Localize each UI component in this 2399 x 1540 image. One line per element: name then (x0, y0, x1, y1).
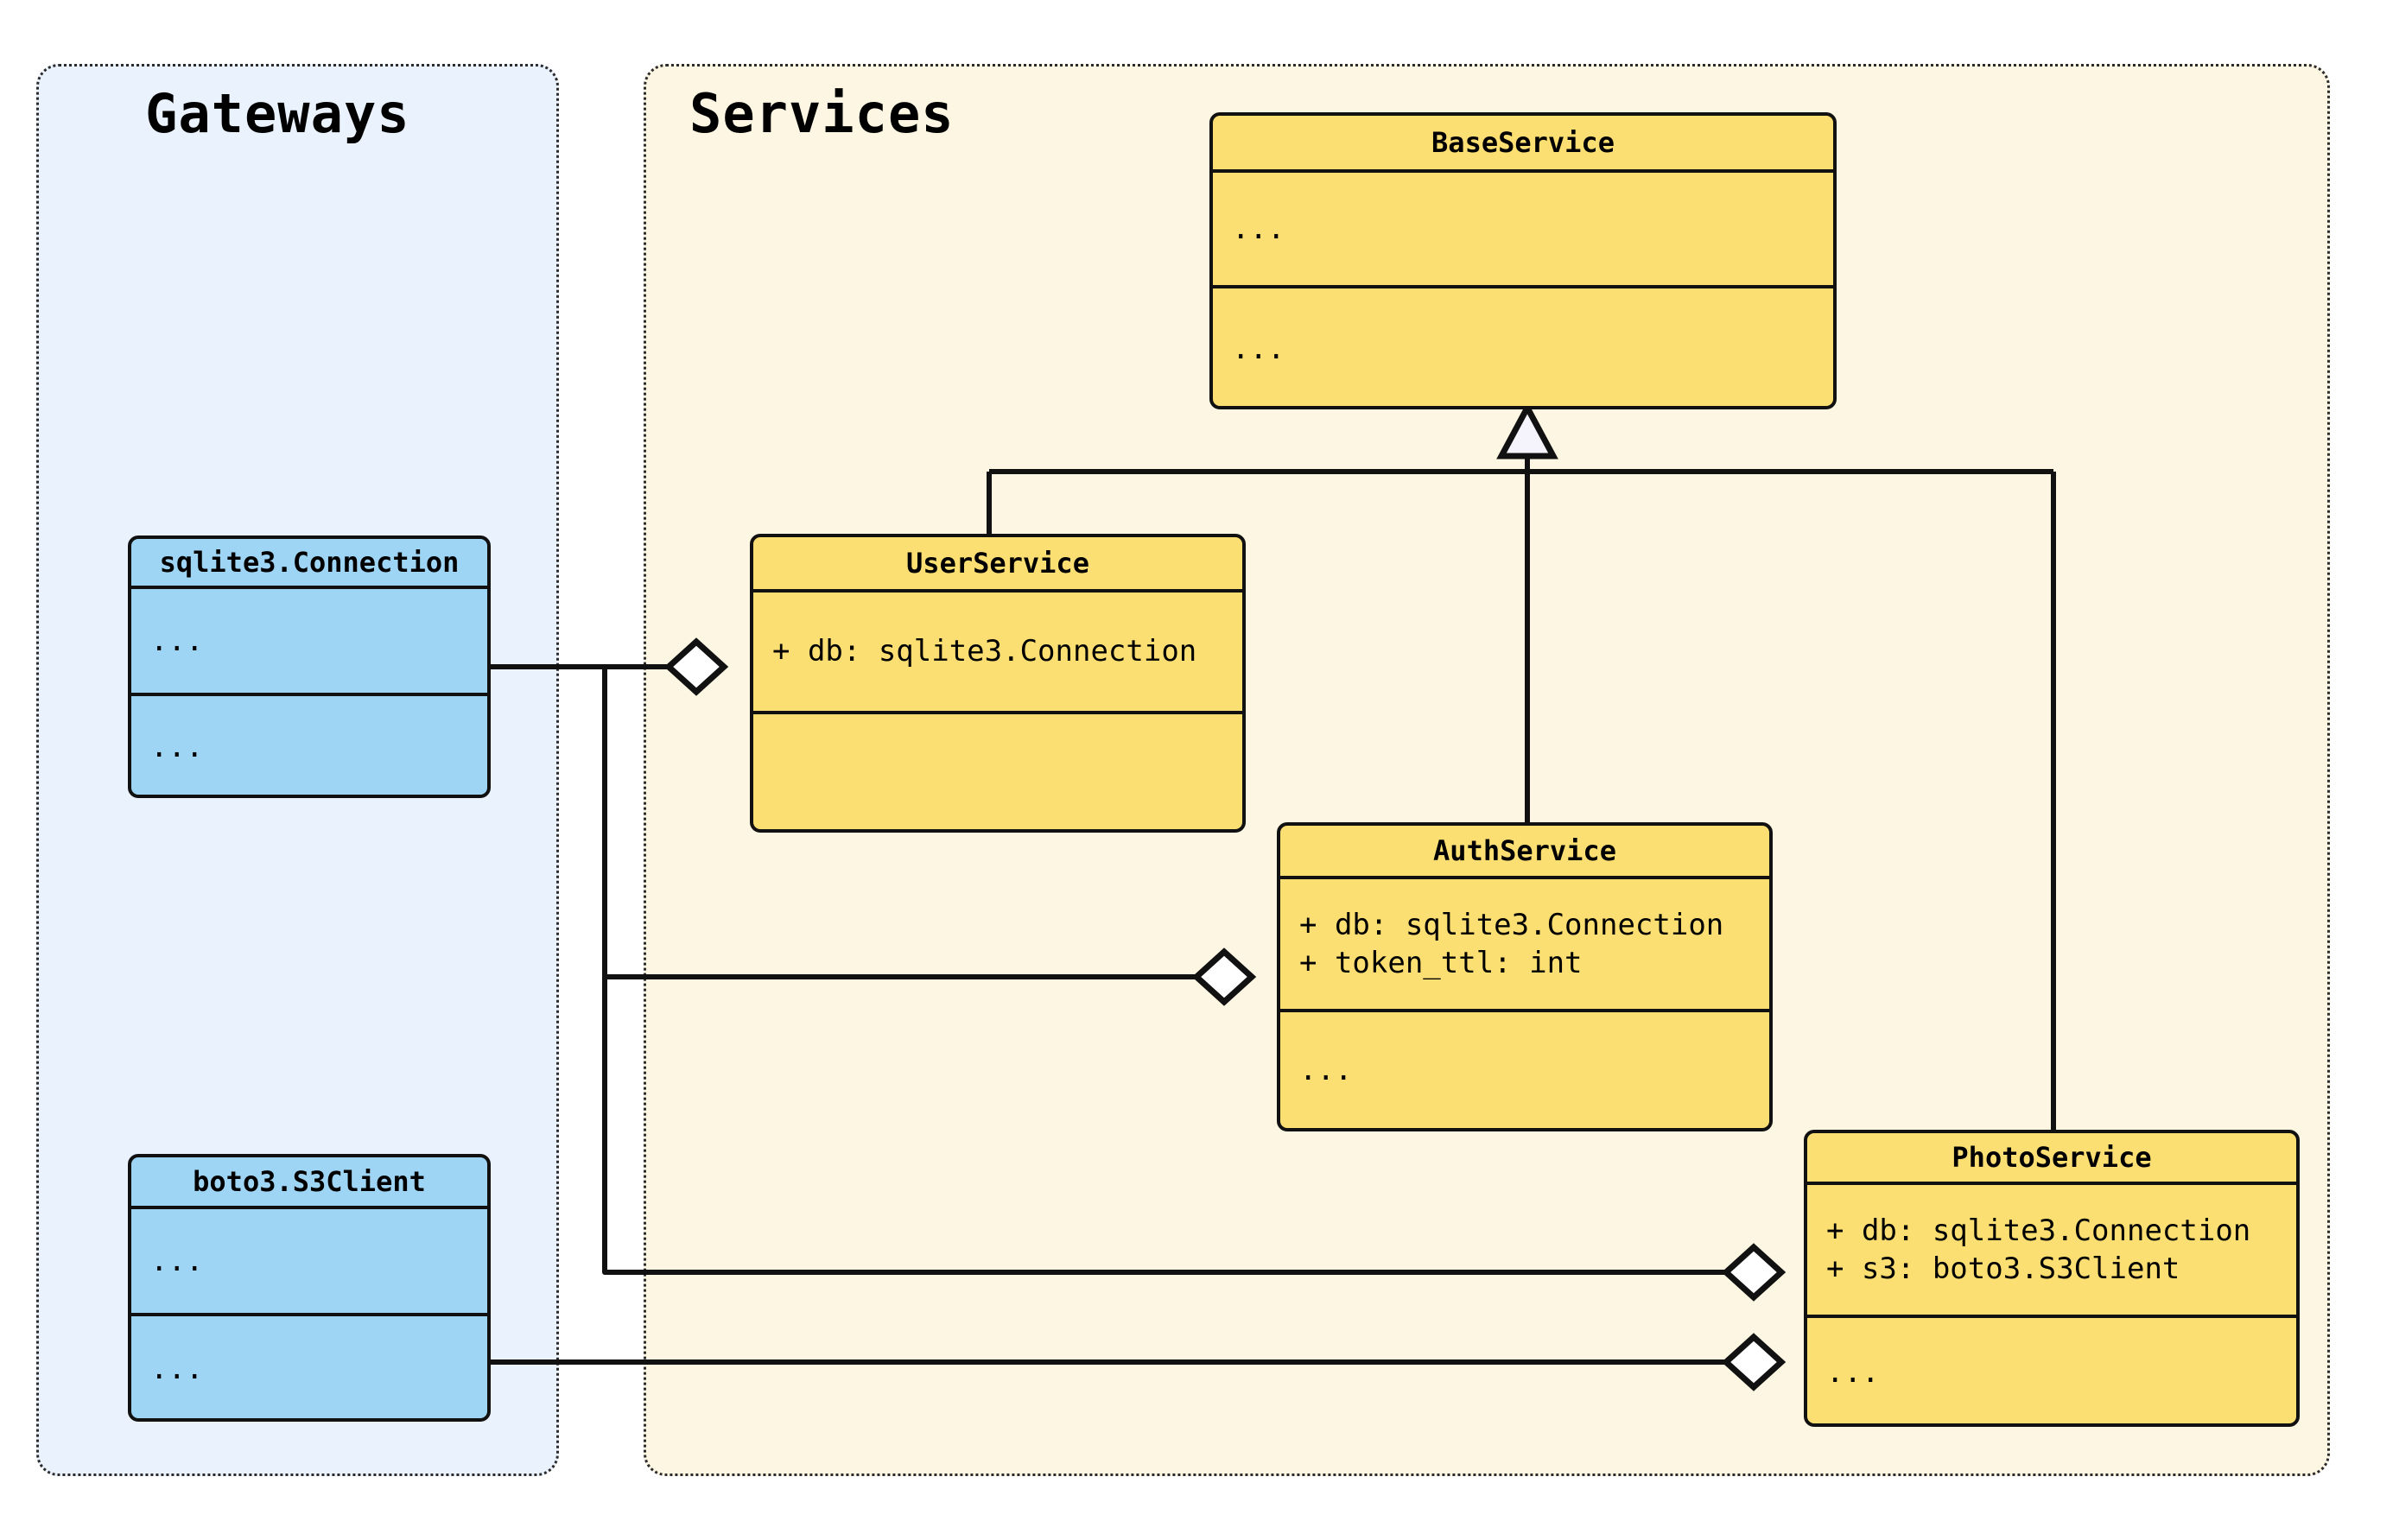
attribute-row: + db: sqlite3.Connection (772, 634, 1197, 669)
method-row: ... (1232, 331, 1285, 366)
class-methods-userservice (753, 711, 1242, 829)
class-node-userservice[interactable]: UserService + db: sqlite3.Connection (750, 534, 1246, 833)
class-node-photoservice[interactable]: PhotoService + db: sqlite3.Connection + … (1804, 1130, 2300, 1427)
attribute-row: ... (150, 623, 204, 658)
class-node-baseservice[interactable]: BaseService ... ... (1209, 112, 1837, 409)
method-row: ... (150, 729, 204, 764)
package-gateways-title: Gateways (145, 82, 410, 145)
class-methods-baseservice: ... (1213, 285, 1833, 406)
attribute-row: + db: sqlite3.Connection (1299, 907, 1724, 942)
package-services-title: Services (689, 82, 955, 145)
class-name-photoservice: PhotoService (1807, 1133, 2296, 1185)
attribute-row: ... (1232, 211, 1285, 246)
class-node-authservice[interactable]: AuthService + db: sqlite3.Connection + t… (1277, 822, 1773, 1131)
method-row: ... (150, 1351, 204, 1386)
method-row: ... (1299, 1052, 1353, 1087)
class-name-baseservice: BaseService (1213, 116, 1833, 173)
class-methods-authservice: ... (1280, 1009, 1769, 1128)
class-node-sqlite3-connection[interactable]: sqlite3.Connection ... ... (128, 536, 491, 798)
class-name-sqlite3-connection: sqlite3.Connection (131, 539, 487, 589)
class-name-userservice: UserService (753, 537, 1242, 593)
class-attributes-baseservice: ... (1213, 173, 1833, 285)
class-name-authservice: AuthService (1280, 826, 1769, 879)
class-attributes-userservice: + db: sqlite3.Connection (753, 593, 1242, 711)
attribute-row: + s3: boto3.S3Client (1826, 1252, 2180, 1286)
class-methods-boto3-s3client: ... (131, 1313, 487, 1418)
attribute-row: + token_ttl: int (1299, 946, 1583, 980)
class-name-boto3-s3client: boto3.S3Client (131, 1157, 487, 1209)
class-node-boto3-s3client[interactable]: boto3.S3Client ... ... (128, 1154, 491, 1422)
class-methods-sqlite3-connection: ... (131, 693, 487, 795)
attribute-row: ... (150, 1243, 204, 1278)
class-attributes-photoservice: + db: sqlite3.Connection + s3: boto3.S3C… (1807, 1185, 2296, 1315)
class-methods-photoservice: ... (1807, 1315, 2296, 1423)
class-attributes-boto3-s3client: ... (131, 1209, 487, 1313)
class-attributes-sqlite3-connection: ... (131, 589, 487, 693)
attribute-row: + db: sqlite3.Connection (1826, 1213, 2251, 1248)
method-row: ... (1826, 1354, 1880, 1390)
class-attributes-authservice: + db: sqlite3.Connection + token_ttl: in… (1280, 879, 1769, 1009)
